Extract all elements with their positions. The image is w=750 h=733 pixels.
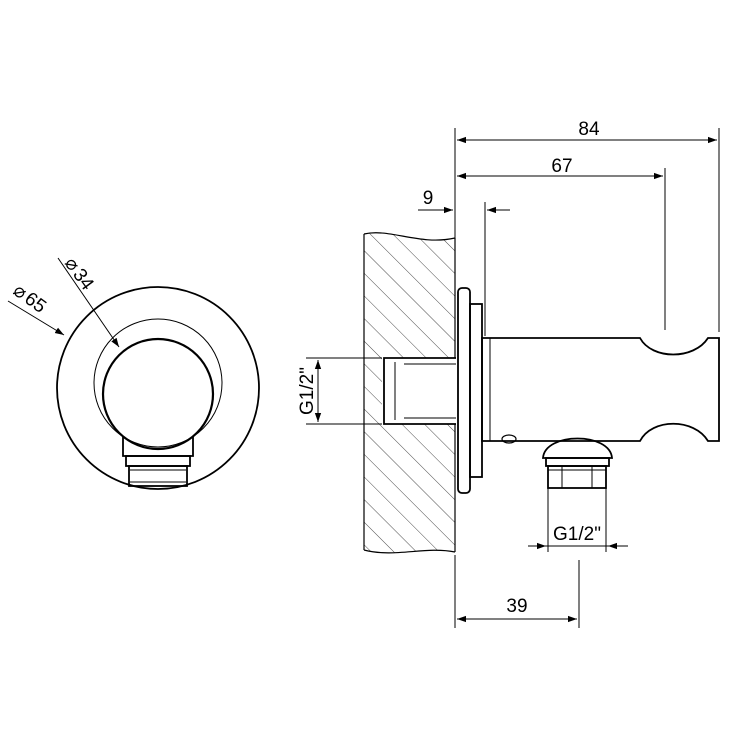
dim-flange-thickness: 9 [423,188,434,209]
wall-flange [457,287,471,494]
outlet-nut-hex [128,465,188,487]
side-view: 84 67 9 G1/2" G1/2" 39 [297,119,720,628]
holder-body [481,337,720,442]
dim-wall-thread: G1/2" [297,367,318,415]
outlet-nut-upper [125,455,191,467]
set-screw [501,434,517,444]
outer-diameter-leader [7,300,65,336]
wall-pipe [383,357,456,425]
front-view: ⌀ 34 ⌀ 65 [7,254,260,490]
dim-outlet-offset: 39 [506,596,527,617]
outer-diameter-label: ⌀ 65 [9,280,50,318]
dim-holder-length: 67 [551,156,572,177]
outlet-dome [542,437,613,459]
dim-total-length: 84 [578,119,600,140]
body-circle [101,337,215,451]
flange-step [469,303,483,478]
dim-outlet-thread: G1/2" [553,524,601,545]
outer-flange-circle [56,286,260,490]
inner-diameter-label: ⌀ 34 [60,254,98,295]
inner-diameter-leader [57,257,120,348]
outlet-hex-nut [547,465,607,489]
middle-circle [93,318,223,448]
